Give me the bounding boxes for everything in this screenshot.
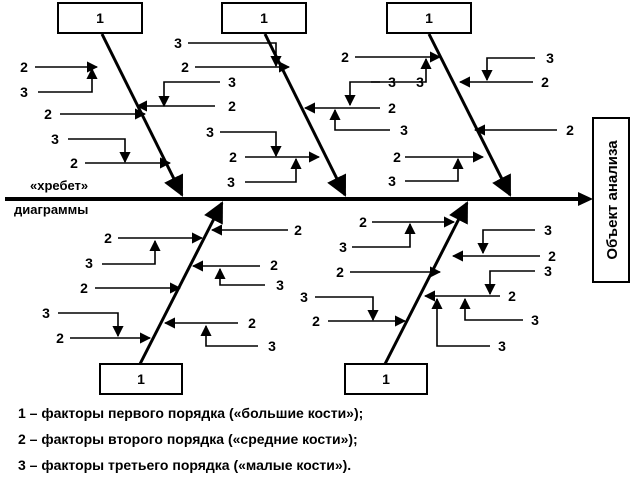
mid-label: 2: [566, 122, 574, 138]
small-label: 3: [20, 84, 28, 100]
big-bone-box-1-label: 1: [96, 10, 104, 26]
mid-label: 2: [248, 315, 256, 331]
small-label: 3: [416, 74, 424, 90]
big-bone-box-2: [221, 2, 307, 34]
object-label: Объект анализа: [604, 140, 621, 260]
mid-label: 2: [294, 222, 302, 238]
small-label: 3: [544, 222, 552, 238]
legend: 1 – факторы первого порядка («большие ко…: [18, 400, 618, 478]
spine-label-bottom: диаграммы: [14, 202, 88, 217]
mid-label: 2: [80, 280, 88, 296]
small-bone: [484, 270, 535, 296]
spine-label-top: «хребет»: [30, 178, 88, 193]
mid-label: 2: [270, 257, 278, 273]
small-bone: [352, 222, 416, 248]
mid-label: 2: [104, 230, 112, 246]
small-bone: [431, 297, 490, 347]
big-bone-3: [427, 33, 512, 197]
mid-label: 2: [312, 313, 320, 329]
small-bone: [200, 324, 258, 347]
mid-label: 2: [70, 155, 78, 171]
big-bone-box-2-label: 1: [260, 10, 268, 26]
big-bone-box-4: [99, 363, 183, 395]
small-bone: [329, 108, 390, 131]
small-label: 3: [85, 255, 93, 271]
big-bone-2: [263, 33, 347, 197]
big-bone-4: [138, 201, 224, 365]
legend-item-2: 2 – факторы второго порядка («средние ко…: [18, 431, 358, 447]
small-label: 3: [276, 277, 284, 293]
small-bone: [220, 131, 282, 158]
small-label: 3: [42, 305, 50, 321]
small-label: 3: [300, 289, 308, 305]
legend-item-1: 1 – факторы первого порядка («большие ко…: [18, 405, 364, 421]
small-label: 3: [339, 239, 347, 255]
mid-label: 2: [359, 214, 367, 230]
small-label: 3: [546, 50, 554, 66]
small-bone: [58, 312, 124, 338]
big-bone-box-3: [386, 2, 472, 34]
small-label: 3: [544, 263, 552, 279]
spine: «хребет» диаграммы: [5, 178, 593, 217]
small-label: 3: [268, 338, 276, 354]
mid-label: 2: [341, 49, 349, 65]
mid-label: 2: [548, 248, 556, 264]
small-label: 3: [174, 35, 182, 51]
big-bone-box-5: [344, 363, 428, 395]
bones-layer: [35, 2, 557, 395]
small-label: 3: [388, 173, 396, 189]
big-bone-5: [383, 201, 469, 365]
small-label: 3: [498, 338, 506, 354]
small-bone: [214, 267, 265, 286]
small-bone: [459, 297, 523, 321]
small-label: 3: [227, 174, 235, 190]
mid-label: 2: [229, 149, 237, 165]
big-bone-box-5-label: 1: [382, 371, 390, 387]
mid-label: 2: [20, 59, 28, 75]
mid-label: 2: [388, 100, 396, 116]
small-bone: [344, 81, 380, 107]
mid-label: 2: [393, 149, 401, 165]
small-bone: [371, 57, 432, 83]
mid-label: 2: [336, 264, 344, 280]
small-bone: [102, 239, 161, 265]
small-bone: [481, 57, 535, 82]
mid-label: 2: [56, 330, 64, 346]
small-label: 3: [531, 312, 539, 328]
mid-label: 2: [181, 59, 189, 75]
small-bone: [68, 138, 131, 164]
small-label: 3: [51, 131, 59, 147]
small-label: 3: [400, 122, 408, 138]
small-bone: [158, 81, 220, 108]
mid-label: 2: [508, 288, 516, 304]
small-bone: [477, 229, 535, 255]
small-label: 3: [388, 74, 396, 90]
small-bone: [405, 157, 464, 182]
small-label: 3: [206, 124, 214, 140]
mid-label: 2: [228, 98, 236, 114]
small-bone: [188, 42, 282, 68]
legend-item-3: 3 – факторы третьего порядка («малые кос…: [18, 457, 352, 473]
small-bone: [245, 157, 302, 183]
small-label: 3: [228, 74, 236, 90]
mid-label: 2: [541, 74, 549, 90]
object-box: Объект анализа: [592, 117, 630, 283]
big-bone-box-1: [57, 2, 143, 34]
big-bone-box-3-label: 1: [425, 10, 433, 26]
big-bone-box-4-label: 1: [137, 371, 145, 387]
mid-label: 2: [44, 106, 52, 122]
small-bone: [38, 67, 98, 93]
small-bone: [315, 296, 379, 322]
